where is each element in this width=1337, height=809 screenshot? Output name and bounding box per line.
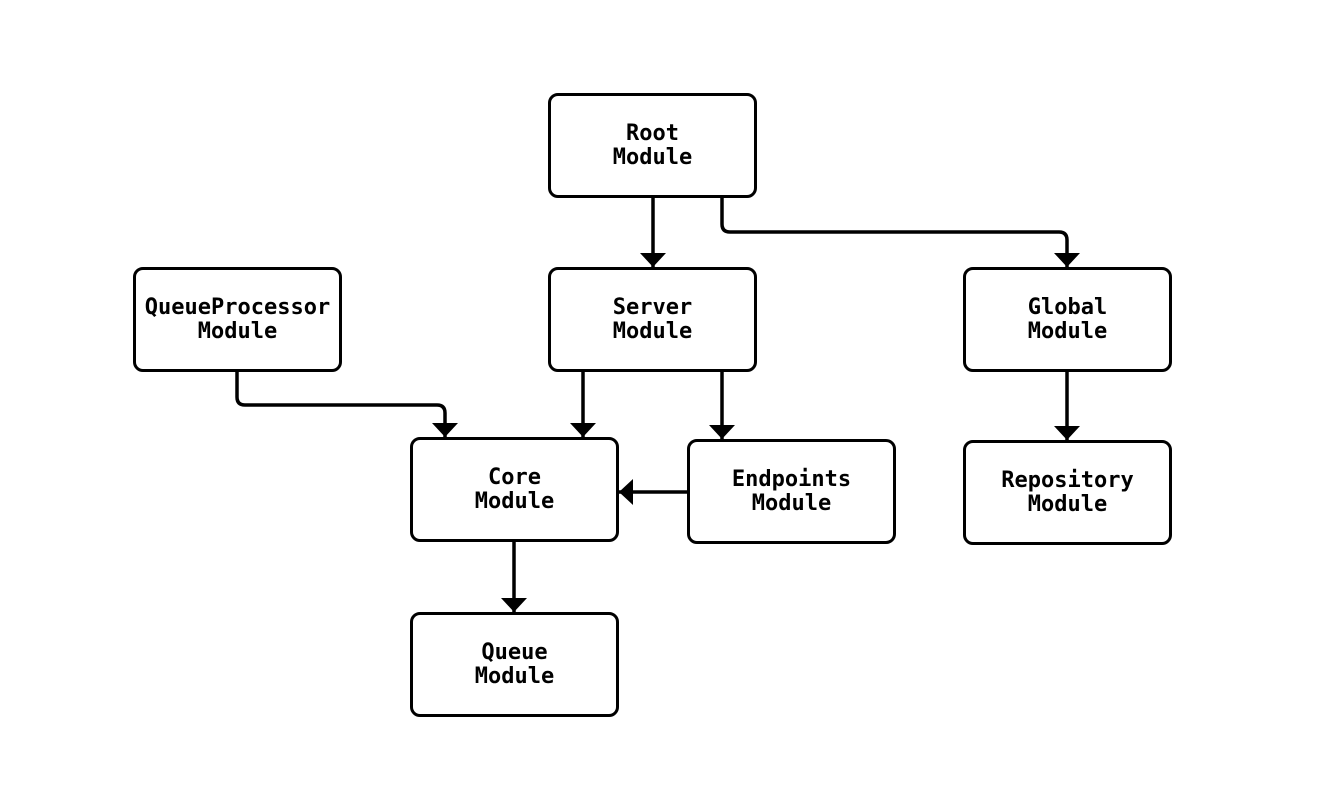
node-root-module: Root Module (548, 93, 757, 198)
node-endpoints-module: Endpoints Module (687, 439, 896, 544)
node-queueprocessor-module: QueueProcessor Module (133, 267, 342, 372)
node-label: Global Module (1027, 294, 1108, 344)
node-label: QueueProcessor Module (144, 294, 331, 344)
node-core-module: Core Module (410, 437, 619, 542)
node-label: Queue Module (474, 639, 555, 689)
node-label: Root Module (612, 120, 693, 170)
edge-queueprocessor-core (235, 372, 458, 437)
node-queue-module: Queue Module (410, 612, 619, 717)
node-server-module: Server Module (548, 267, 757, 372)
node-label: Server Module (612, 294, 693, 344)
node-repository-module: Repository Module (963, 440, 1172, 545)
node-label: Repository Module (1001, 467, 1134, 517)
edge-root-global (720, 198, 1080, 267)
node-global-module: Global Module (963, 267, 1172, 372)
node-label: Endpoints Module (731, 466, 852, 516)
node-label: Core Module (474, 464, 555, 514)
